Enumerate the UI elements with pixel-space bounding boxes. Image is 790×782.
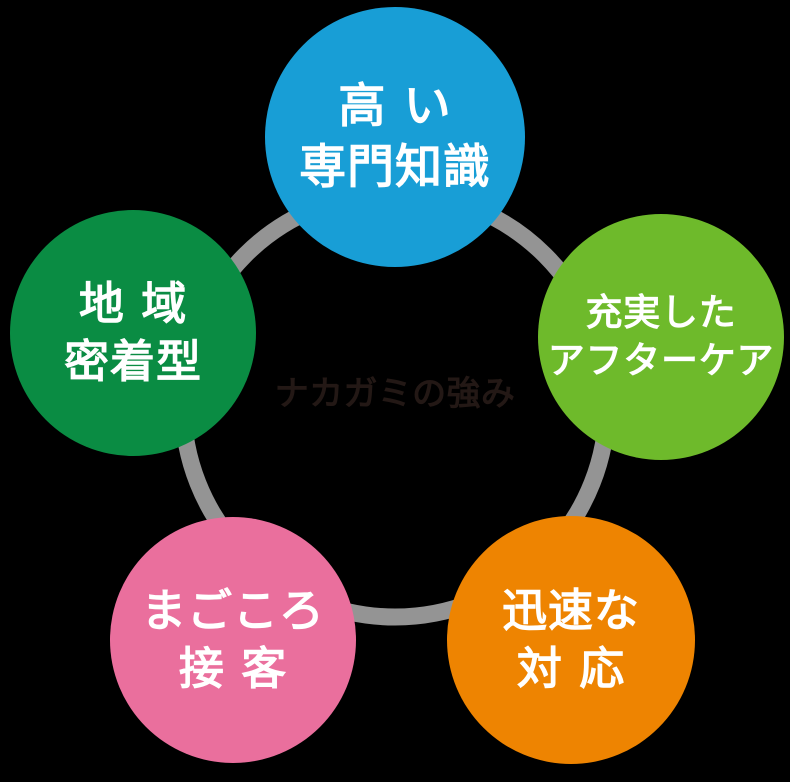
diagram-title: ナカガミの強み <box>274 374 516 414</box>
node-label-line: 専門知識 <box>299 140 491 195</box>
node-label-line: 充実した <box>585 290 737 334</box>
node-label-line: 高 い <box>338 78 452 134</box>
node-label-line: 接 客 <box>178 642 288 695</box>
node-quick-response: 迅速な 対 応 <box>447 516 695 764</box>
node-label-line: 対 応 <box>516 642 626 695</box>
node-label-line: 密着型 <box>64 335 202 388</box>
node-label-line: まごころ <box>141 583 325 637</box>
node-label-line: 迅速な <box>502 583 640 637</box>
node-label-line: アフターケア <box>547 339 775 382</box>
node-community-based: 地 域 密着型 <box>10 210 256 456</box>
node-heartfelt-service: まごころ 接 客 <box>110 517 356 763</box>
node-high-expertise: 高 い 専門知識 <box>265 7 525 267</box>
node-label-line: 地 域 <box>78 276 188 330</box>
node-aftercare: 充実した アフターケア <box>538 214 784 460</box>
